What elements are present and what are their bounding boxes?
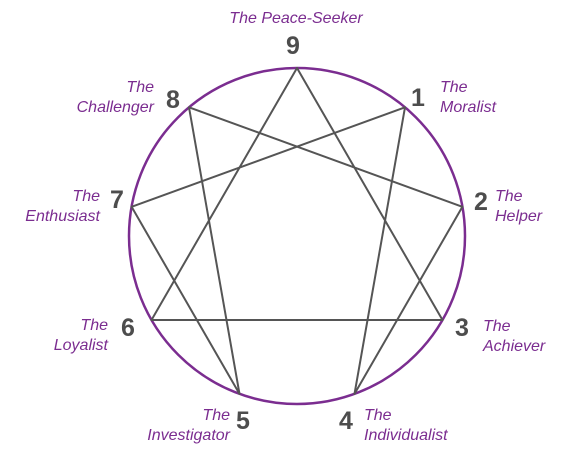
label-7: The Enthusiast [25,188,100,225]
label-2: The Helper [495,188,543,225]
enneagram-circle [127,66,467,406]
point-number-2: 2 [474,188,488,216]
connection-line-6-9 [150,67,298,321]
connection-line-5-7 [130,205,241,395]
point-number-3: 3 [455,314,469,342]
point-number-7: 7 [110,186,124,214]
point-number-5: 5 [236,407,250,435]
connection-line-7-1 [130,106,406,208]
connection-line-9-3 [296,67,444,321]
label-9: The Peace-Seeker [229,10,363,27]
label-1: The Moralist [440,79,497,116]
label-6: The Loyalist [53,317,108,354]
connection-line-1-4 [353,106,406,395]
connection-line-2-8 [188,106,464,208]
point-number-4: 4 [339,407,353,435]
point-number-8: 8 [166,86,180,114]
point-number-1: 1 [411,84,425,112]
connection-lines [130,67,464,395]
connection-line-8-5 [188,106,241,395]
connection-line-4-2 [353,205,464,395]
point-number-6: 6 [121,314,135,342]
label-4: The Individualist [364,407,448,444]
label-8: The Challenger [76,79,154,116]
point-number-9: 9 [286,32,300,60]
label-3: The Achiever [483,318,546,355]
label-5: The Investigator [147,407,230,444]
